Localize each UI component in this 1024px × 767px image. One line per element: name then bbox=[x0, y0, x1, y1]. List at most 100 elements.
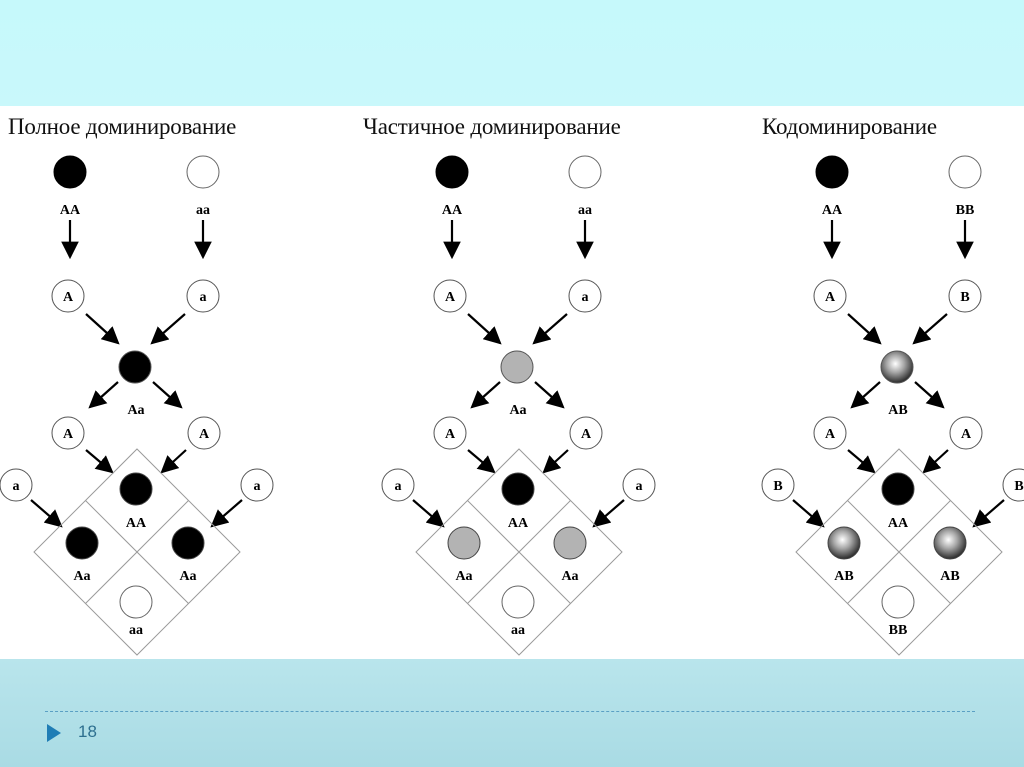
slide-footer-band bbox=[0, 659, 1024, 767]
parent-left bbox=[53, 155, 87, 189]
parent-right-label: BB bbox=[956, 203, 975, 218]
arrow bbox=[30, 499, 63, 528]
grid-outline bbox=[795, 448, 1003, 656]
gamete-label: B bbox=[1014, 479, 1023, 494]
arrow bbox=[85, 449, 114, 474]
arrow bbox=[592, 499, 625, 528]
gamete-circle bbox=[569, 416, 603, 450]
cell-right-label: Aa bbox=[179, 569, 196, 584]
arrow bbox=[160, 449, 187, 474]
arrow bbox=[847, 313, 882, 345]
gamete-label: A bbox=[961, 427, 972, 442]
arrow bbox=[532, 313, 568, 345]
next-slide-arrow-icon[interactable] bbox=[47, 724, 61, 742]
grid-divider bbox=[467, 500, 571, 604]
arrow bbox=[912, 313, 948, 345]
gamete-circle bbox=[187, 416, 221, 450]
gamete-label: A bbox=[825, 290, 836, 305]
parent-left-label: AA bbox=[822, 203, 843, 218]
arrow bbox=[210, 499, 243, 528]
cell-bottom-circle bbox=[501, 585, 535, 619]
gamete-circle bbox=[51, 416, 85, 450]
gamete-circle bbox=[433, 279, 467, 313]
gamete-label: A bbox=[445, 290, 456, 305]
gamete-circle bbox=[813, 416, 847, 450]
parent-right bbox=[186, 155, 220, 189]
gamete-circle bbox=[948, 279, 982, 313]
arrow bbox=[88, 381, 119, 409]
grid-outline bbox=[33, 448, 241, 656]
gamete-circle bbox=[761, 468, 795, 502]
arrow bbox=[850, 381, 881, 409]
cell-right-label: AB bbox=[940, 569, 959, 584]
punnett-grid: AA Aa Aa aa bbox=[415, 448, 623, 656]
arrow bbox=[150, 313, 186, 345]
gamete-label: a bbox=[582, 290, 589, 305]
cell-bottom-label: aa bbox=[129, 623, 143, 638]
cell-left-circle bbox=[827, 526, 861, 560]
arrow bbox=[534, 381, 565, 409]
gamete-label: A bbox=[825, 427, 836, 442]
f1-label: Aa bbox=[127, 403, 144, 418]
cell-top-circle bbox=[119, 472, 153, 506]
parent-right bbox=[568, 155, 602, 189]
gamete-circle bbox=[0, 468, 33, 502]
cell-left-circle bbox=[65, 526, 99, 560]
grid-divider bbox=[847, 500, 951, 604]
cell-right-circle bbox=[171, 526, 205, 560]
gamete-circle bbox=[240, 468, 274, 502]
gamete-label: A bbox=[63, 427, 74, 442]
gamete-label: A bbox=[445, 427, 456, 442]
cell-right-circle bbox=[553, 526, 587, 560]
cell-bottom-circle bbox=[881, 585, 915, 619]
cell-right-label: Aa bbox=[561, 569, 578, 584]
gamete-label: A bbox=[63, 290, 74, 305]
gamete-circle bbox=[186, 279, 220, 313]
gamete-circle bbox=[949, 416, 983, 450]
arrow bbox=[467, 449, 496, 474]
cell-top-circle bbox=[501, 472, 535, 506]
gamete-circle bbox=[622, 468, 656, 502]
cell-top-circle bbox=[881, 472, 915, 506]
cell-left-label: AB bbox=[834, 569, 853, 584]
cell-right-circle bbox=[933, 526, 967, 560]
grid-divider bbox=[85, 500, 189, 604]
cell-top-label: AA bbox=[888, 516, 909, 531]
f1-label: Aa bbox=[509, 403, 526, 418]
gamete-circle bbox=[433, 416, 467, 450]
arrow bbox=[85, 313, 120, 345]
gamete-label: a bbox=[254, 479, 261, 494]
title-codominance: Кодоминирование bbox=[762, 114, 937, 139]
parent-left bbox=[815, 155, 849, 189]
parent-right-label: aa bbox=[578, 203, 592, 218]
cell-bottom-circle bbox=[119, 585, 153, 619]
page-number: 18 bbox=[78, 722, 97, 741]
gamete-circle bbox=[568, 279, 602, 313]
arrow bbox=[922, 449, 949, 474]
arrow bbox=[470, 381, 501, 409]
arrow bbox=[542, 449, 569, 474]
gamete-circle bbox=[813, 279, 847, 313]
cell-left-label: Aa bbox=[73, 569, 90, 584]
f1-offspring bbox=[118, 350, 152, 384]
parent-left bbox=[435, 155, 469, 189]
cell-top-label: AA bbox=[508, 516, 529, 531]
arrow bbox=[847, 449, 876, 474]
f1-offspring bbox=[880, 350, 914, 384]
cell-left-circle bbox=[447, 526, 481, 560]
footer-divider bbox=[45, 711, 975, 712]
gamete-label: A bbox=[199, 427, 210, 442]
cell-left-label: Aa bbox=[455, 569, 472, 584]
parent-left-label: AA bbox=[60, 203, 81, 218]
grid-outline bbox=[415, 448, 623, 656]
slide-header-band bbox=[0, 0, 1024, 106]
gamete-label: a bbox=[13, 479, 20, 494]
cell-bottom-label: aa bbox=[511, 623, 525, 638]
title-partial-dominance: Частичное доминирование bbox=[363, 114, 621, 139]
